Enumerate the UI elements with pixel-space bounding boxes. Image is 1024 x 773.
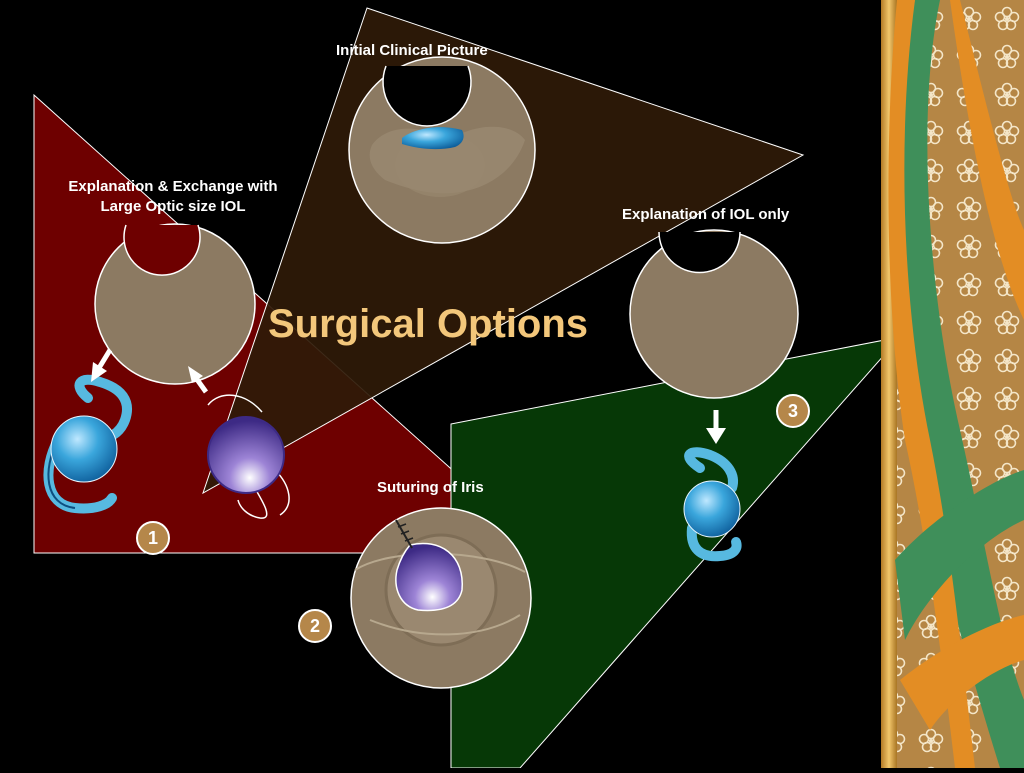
label-initial: Initial Clinical Picture bbox=[336, 42, 488, 59]
slide-title: Surgical Options bbox=[268, 302, 589, 346]
decorative-panel bbox=[881, 0, 1024, 768]
arrow-down-icon bbox=[91, 348, 113, 382]
label-exchange: Explanation & Exchange with Large Optic … bbox=[48, 177, 298, 217]
label-exchange-line1: Explanation & Exchange with bbox=[68, 178, 278, 195]
option3-eye bbox=[629, 229, 799, 399]
blue-iol-right bbox=[683, 447, 742, 562]
purple-iol bbox=[207, 394, 290, 519]
arrow-up-icon bbox=[188, 366, 209, 394]
label-exchange-line2: Large Optic size IOL bbox=[100, 198, 246, 215]
badge-option-3: 3 bbox=[776, 394, 810, 428]
initial-eye bbox=[348, 56, 536, 244]
arrow-down-icon bbox=[706, 410, 726, 444]
label-explant-only: Explanation of IOL only bbox=[622, 206, 790, 223]
badge-option-1: 1 bbox=[136, 521, 170, 555]
option1-eye bbox=[94, 223, 256, 385]
blue-iol-left bbox=[43, 374, 132, 514]
label-suturing: Suturing of Iris bbox=[377, 479, 484, 496]
badge-option-2: 2 bbox=[298, 609, 332, 643]
option2-eye bbox=[350, 507, 532, 689]
